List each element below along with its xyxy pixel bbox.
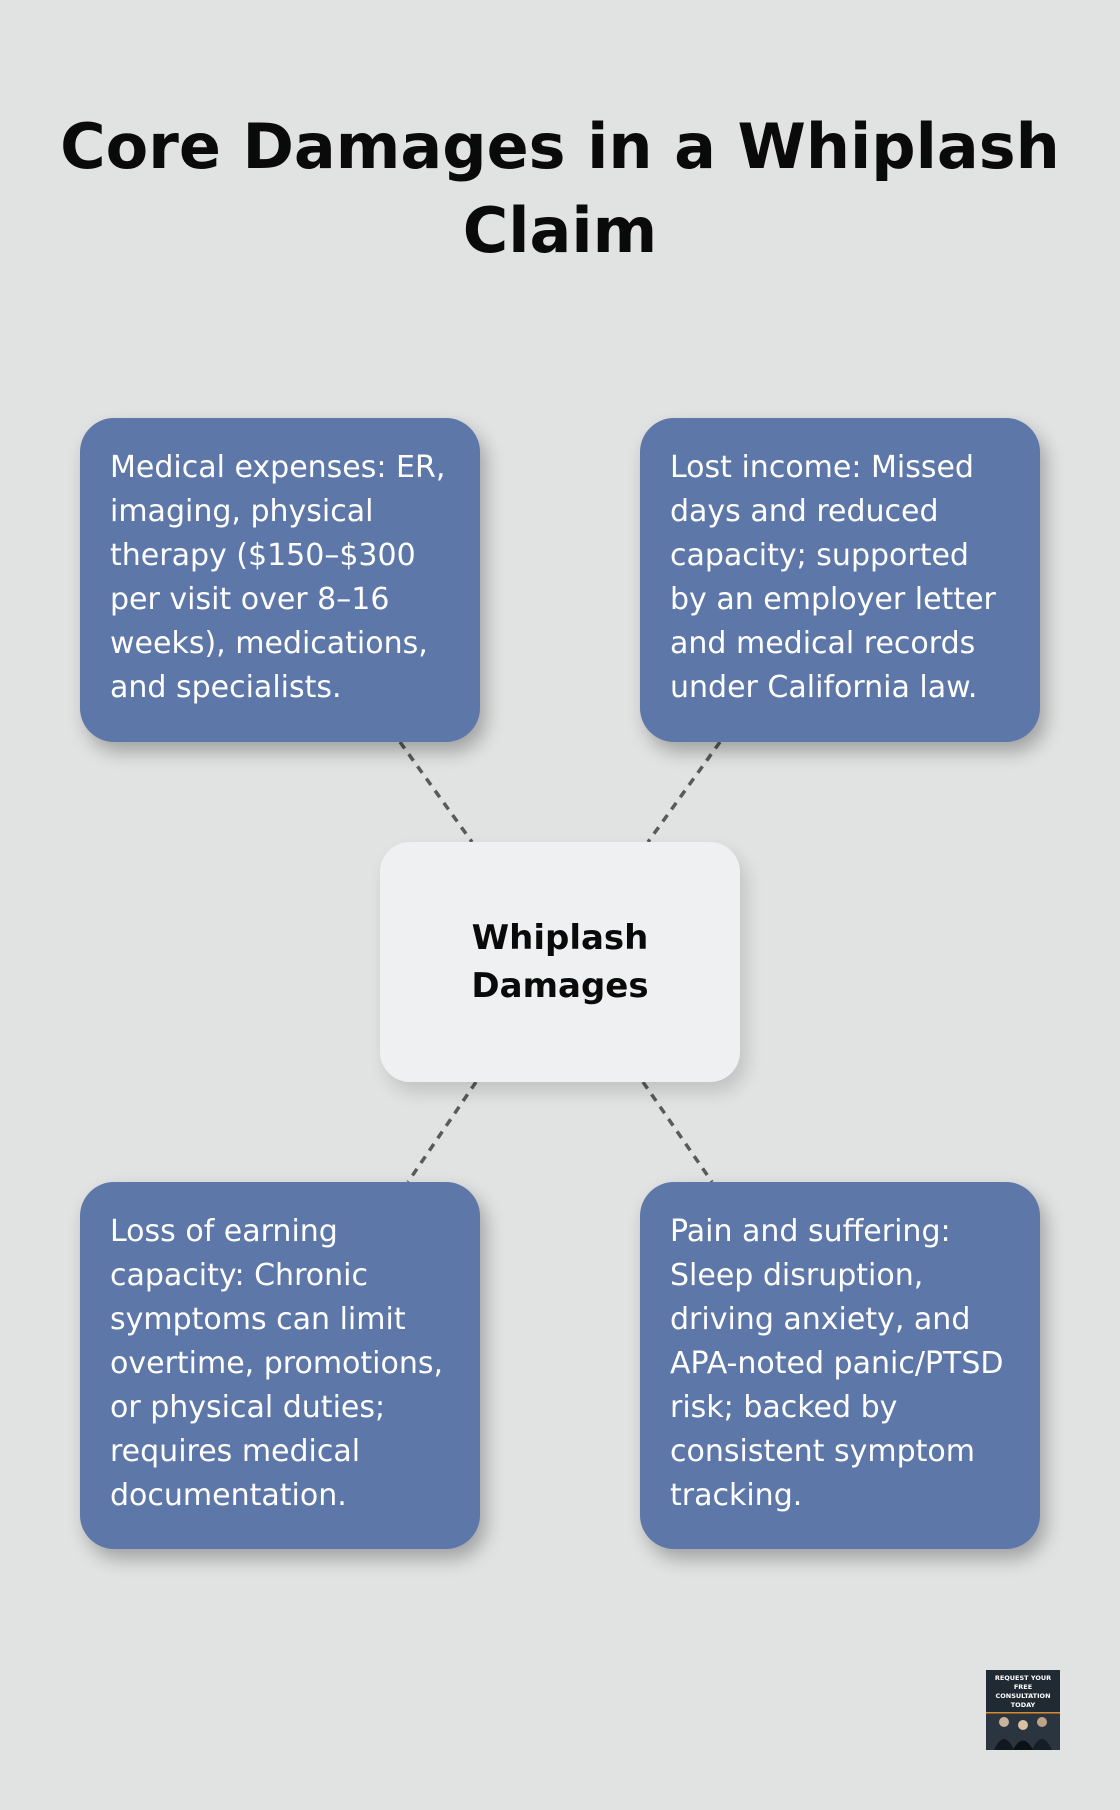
card-lost-income-text: Lost income: Missed days and reduced cap… <box>670 450 996 705</box>
card-lost-income: Lost income: Missed days and reduced cap… <box>640 418 1040 742</box>
connector-top-right <box>646 740 722 844</box>
center-node-label: Whiplash Damages <box>471 918 649 1006</box>
page-title: Core Damages in a Whiplash Claim <box>60 110 1060 267</box>
team-photo-icon <box>986 1712 1060 1750</box>
card-pain-and-suffering: Pain and suffering: Sleep disruption, dr… <box>640 1182 1040 1549</box>
connector-bottom-left <box>406 1081 478 1183</box>
card-loss-of-earning-capacity-text: Loss of earning capacity: Chronic sympto… <box>110 1214 444 1513</box>
card-medical-expenses: Medical expenses: ER, imaging, physical … <box>80 418 480 742</box>
connector-bottom-right <box>641 1081 714 1183</box>
consultation-cta-badge[interactable]: REQUEST YOUR FREE CONSULTATION TODAY <box>986 1670 1060 1750</box>
card-medical-expenses-text: Medical expenses: ER, imaging, physical … <box>110 450 446 705</box>
connector-top-left <box>398 740 474 844</box>
card-pain-and-suffering-text: Pain and suffering: Sleep disruption, dr… <box>670 1214 1004 1513</box>
center-node: Whiplash Damages <box>380 842 740 1082</box>
cta-label: REQUEST YOUR FREE CONSULTATION TODAY <box>994 1674 1052 1709</box>
card-loss-of-earning-capacity: Loss of earning capacity: Chronic sympto… <box>80 1182 480 1549</box>
